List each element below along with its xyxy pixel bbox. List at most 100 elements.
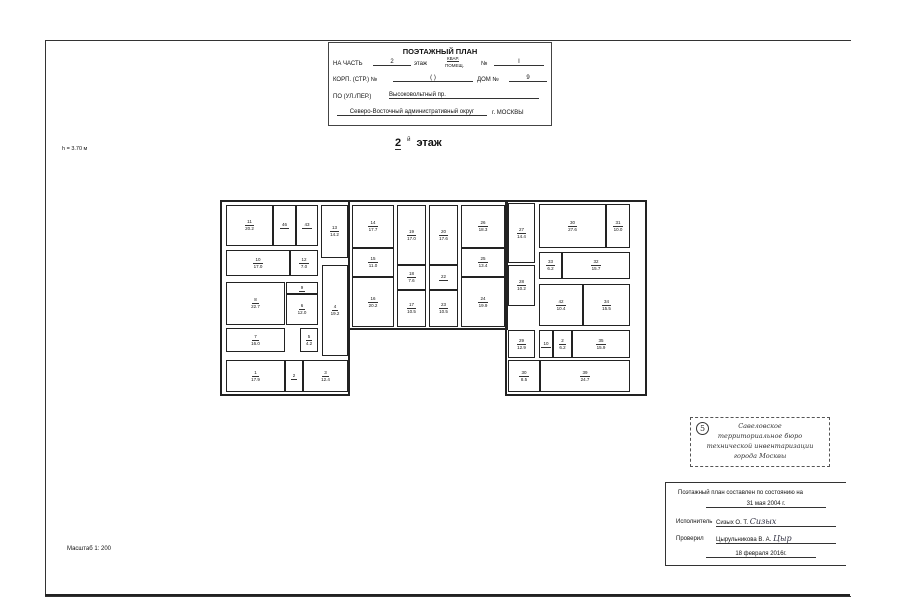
room-area: 15.9 xyxy=(596,344,606,350)
ceiling-height: h = 3.70 м xyxy=(62,146,88,152)
frame-bottom-edge xyxy=(45,594,850,596)
room-number: 16 xyxy=(368,295,378,303)
room-number: 31 xyxy=(613,219,623,227)
street-label: ПО (УЛ./ПЕР.) xyxy=(333,94,372,100)
executor-name-text: Сизых О. Т. xyxy=(716,520,749,526)
room-number: 42 xyxy=(556,298,566,306)
room-area: 22.7 xyxy=(251,304,260,309)
room-number: 19 xyxy=(406,228,416,236)
room-area: 7.0 xyxy=(300,263,308,269)
room-area: 20.2 xyxy=(245,226,254,231)
title-heading: ПОЭТАЖНЫЙ ПЛАН xyxy=(402,47,478,56)
room-area: 19.9 xyxy=(478,302,488,308)
room-area: 24.7 xyxy=(580,376,590,382)
executor-name: Сизых О. Т. Сизых xyxy=(716,517,836,527)
room-area: 10.0 xyxy=(613,226,623,232)
city-value: г. МОСКВЫ xyxy=(492,110,524,116)
room-area: 12.0 xyxy=(297,310,307,315)
room-area: 17.9 xyxy=(251,376,260,382)
room-area: 12.9 xyxy=(517,344,526,350)
room-area: 17.6 xyxy=(439,235,448,241)
checker-name: Цырульникова В. А. Цыр xyxy=(716,534,836,544)
room-area: 6.2 xyxy=(559,344,566,350)
room-2: 2 xyxy=(285,360,303,392)
stamp-line: города Москвы xyxy=(733,452,787,460)
room-area: 15.7 xyxy=(591,266,601,271)
room-number: 13 xyxy=(329,225,339,232)
korp-label: КОРП. (СТР.) № xyxy=(333,77,378,83)
stamp-line: территориальное бюро xyxy=(717,432,803,440)
room-number: 6 xyxy=(298,303,306,310)
room-number: 4 xyxy=(331,304,339,311)
room-number: 1 xyxy=(252,369,259,377)
room-number: 2 xyxy=(290,372,298,380)
room-number: 39 xyxy=(580,369,590,377)
room-number: 5 xyxy=(305,333,313,341)
room-area: 8.5 xyxy=(520,376,528,382)
room-43: 43 xyxy=(296,205,318,246)
status-line: Поэтажный план составлен по состоянию на xyxy=(678,490,804,496)
room-number: 10 xyxy=(253,256,263,264)
floor-word: этаж xyxy=(414,61,427,67)
room-number: 18 xyxy=(406,271,416,278)
drawing-frame xyxy=(45,40,851,597)
pomesch-label: ПОМЕЩ. xyxy=(445,63,464,68)
room-area: 19.2 xyxy=(330,311,340,316)
part-label: НА ЧАСТЬ xyxy=(333,61,363,67)
room-area: 17.7 xyxy=(368,227,378,232)
executor-signature: Сизых xyxy=(749,517,777,526)
room-number: 3 xyxy=(322,369,329,377)
floor-word-heading: этаж xyxy=(416,137,442,149)
room-number: 8 xyxy=(252,297,259,304)
room-area: 10.5 xyxy=(407,309,416,314)
room-number: 29 xyxy=(516,337,526,345)
room-number: 35 xyxy=(596,337,606,345)
room-number: 7 xyxy=(252,333,259,341)
room-46: 46 xyxy=(273,205,296,246)
number-value: I xyxy=(494,59,544,66)
room-area: 4.2 xyxy=(305,340,313,346)
checker-label: Проверил xyxy=(676,536,704,542)
room-number: 14 xyxy=(368,220,378,227)
room-number: 23 xyxy=(438,302,448,309)
stamp-number: 5 xyxy=(696,422,709,435)
district-value: Северо-Восточный административный округ xyxy=(337,109,487,116)
room-area: 18.3 xyxy=(478,227,488,232)
dom-label: ДОМ № xyxy=(477,77,499,83)
part-value: 2 xyxy=(373,59,411,66)
room-area: 13.4 xyxy=(478,263,488,268)
stamp-line: технической инвентаризации xyxy=(706,442,814,450)
room-number: 12 xyxy=(299,256,309,264)
room-area: 14.2 xyxy=(330,232,339,237)
room-number: 2 xyxy=(559,337,566,345)
room-number: 46 xyxy=(279,222,289,229)
bti-stamp: 5 Савеловское территориальное бюро техни… xyxy=(690,417,830,467)
title-block: ПОЭТАЖНЫЙ ПЛАН НА ЧАСТЬ 2 этаж КВАР. ПОМ… xyxy=(328,42,552,126)
room-number: 10 xyxy=(541,340,551,348)
